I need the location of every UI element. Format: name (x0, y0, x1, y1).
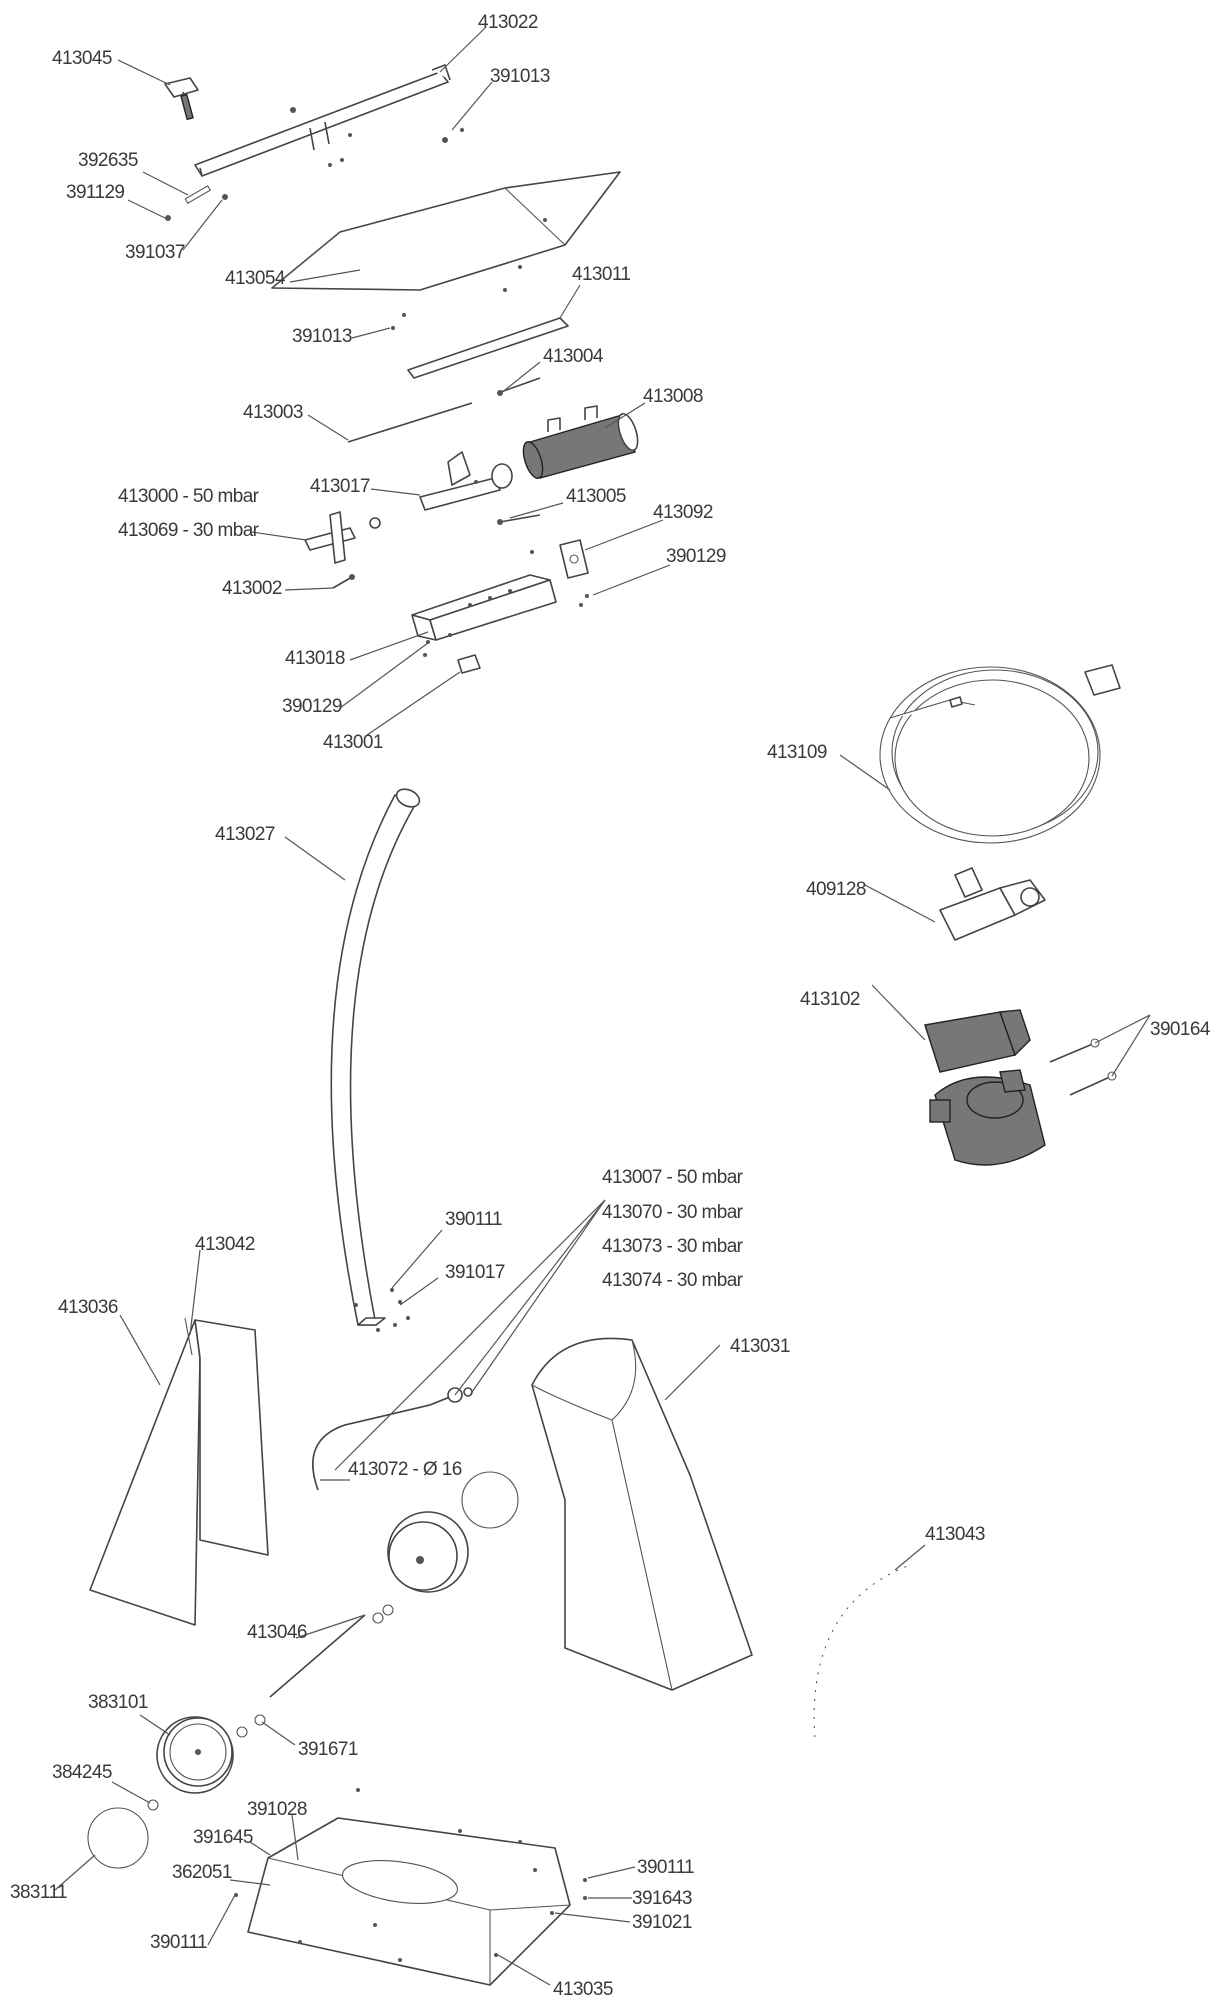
label-391129: 391129 (66, 182, 124, 203)
label-413074: 413074 - 30 mbar (602, 1270, 744, 1291)
label-383101: 383101 (88, 1692, 148, 1713)
label-413007: 413007 - 50 mbar (602, 1167, 744, 1188)
label-391037: 391037 (125, 242, 185, 263)
part-413003-rod (347, 402, 473, 443)
label-413069: 413069 - 30 mbar (118, 520, 260, 541)
part-413046-axle-assembly (269, 1471, 519, 1698)
part-391129-washer (165, 215, 171, 221)
label-390129-b: 390129 (282, 696, 342, 717)
part-labels: 413045 413022 391013 392635 391129 39103… (10, 12, 1211, 2000)
part-392635-pin (184, 185, 212, 204)
part-413045-knob (164, 77, 199, 121)
part-413018-box (411, 550, 557, 641)
part-413004-pin (497, 377, 541, 394)
part-413102-gas-valve (924, 1009, 1046, 1166)
label-413018: 413018 (285, 648, 345, 669)
label-413092: 413092 (653, 502, 713, 523)
label-413042: 413042 (195, 1234, 255, 1255)
label-390111-a: 390111 (445, 1209, 502, 1230)
label-413073: 413073 - 30 mbar (602, 1236, 744, 1257)
part-413000-gas-cross (304, 511, 381, 564)
label-384245: 384245 (52, 1762, 112, 1783)
label-413054: 413054 (225, 268, 286, 289)
part-390129-screw-a (585, 594, 589, 598)
part-413109-cable (879, 664, 1121, 844)
part-413008-burner-tube (522, 405, 639, 479)
label-413008: 413008 (643, 386, 703, 407)
label-413109: 413109 (767, 742, 827, 763)
part-390164-screws (1049, 1038, 1117, 1096)
label-390164: 390164 (1150, 1019, 1211, 1040)
part-413043-chain (813, 1564, 911, 1741)
label-413072: 413072 - Ø 16 (348, 1459, 462, 1480)
label-383111: 383111 (10, 1882, 67, 1903)
label-413000: 413000 - 50 mbar (118, 486, 260, 507)
label-391013: 391013 (490, 66, 550, 87)
label-413046: 413046 (247, 1622, 307, 1643)
part-413017-injector-holder (419, 451, 513, 511)
label-413005: 413005 (566, 486, 626, 507)
label-413031: 413031 (730, 1336, 790, 1357)
label-413002: 413002 (222, 578, 282, 599)
label-413036: 413036 (58, 1297, 118, 1318)
label-413017: 413017 (310, 476, 370, 497)
part-413031-right-pillar (531, 1337, 753, 1691)
label-391671: 391671 (298, 1739, 358, 1760)
part-413054-reflector (271, 171, 621, 291)
part-413036-left-pillar (89, 1317, 269, 1626)
label-413035: 413035 (553, 1979, 613, 2000)
label-413004: 413004 (543, 346, 604, 367)
part-413001-cap (457, 654, 481, 674)
label-409128: 409128 (806, 879, 866, 900)
part-391037-nut (222, 194, 228, 200)
label-391021: 391021 (632, 1912, 692, 1933)
label-390129-a: 390129 (666, 546, 726, 567)
label-413045: 413045 (52, 48, 112, 69)
label-392635: 392635 (78, 150, 138, 171)
label-413003: 413003 (243, 402, 303, 423)
label-391017: 391017 (445, 1262, 505, 1283)
part-413011-plate (407, 317, 569, 379)
part-413002-screw (332, 576, 353, 589)
label-413070: 413070 - 30 mbar (602, 1202, 744, 1223)
part-383101-wheel (156, 1714, 266, 1794)
label-391645: 391645 (193, 1827, 253, 1848)
label-391643: 391643 (632, 1888, 692, 1909)
label-413043: 413043 (925, 1524, 985, 1545)
part-413035-base (247, 1817, 571, 1986)
label-413001: 413001 (323, 732, 383, 753)
leader-lines (54, 27, 1151, 1986)
label-391028: 391028 (247, 1799, 307, 1820)
part-413092-plate (559, 539, 589, 579)
part-383111-cap (87, 1807, 149, 1869)
part-413027-curved-pole (330, 788, 421, 1326)
part-413022-bracket (194, 64, 451, 177)
part-384245-washer (147, 1799, 159, 1811)
label-413027: 413027 (215, 824, 275, 845)
label-390111-b: 390111 (150, 1932, 207, 1953)
part-409128-connector (939, 867, 1046, 941)
label-413011: 413011 (572, 264, 630, 285)
part-391013-screw-top (442, 137, 448, 143)
label-362051: 362051 (172, 1862, 232, 1883)
label-413102: 413102 (800, 989, 860, 1010)
label-390111-c: 390111 (637, 1857, 694, 1878)
label-391013-b: 391013 (292, 326, 352, 347)
part-413072-hose (312, 1387, 473, 1491)
part-413005-electrode (497, 514, 541, 525)
label-413022: 413022 (478, 12, 538, 33)
